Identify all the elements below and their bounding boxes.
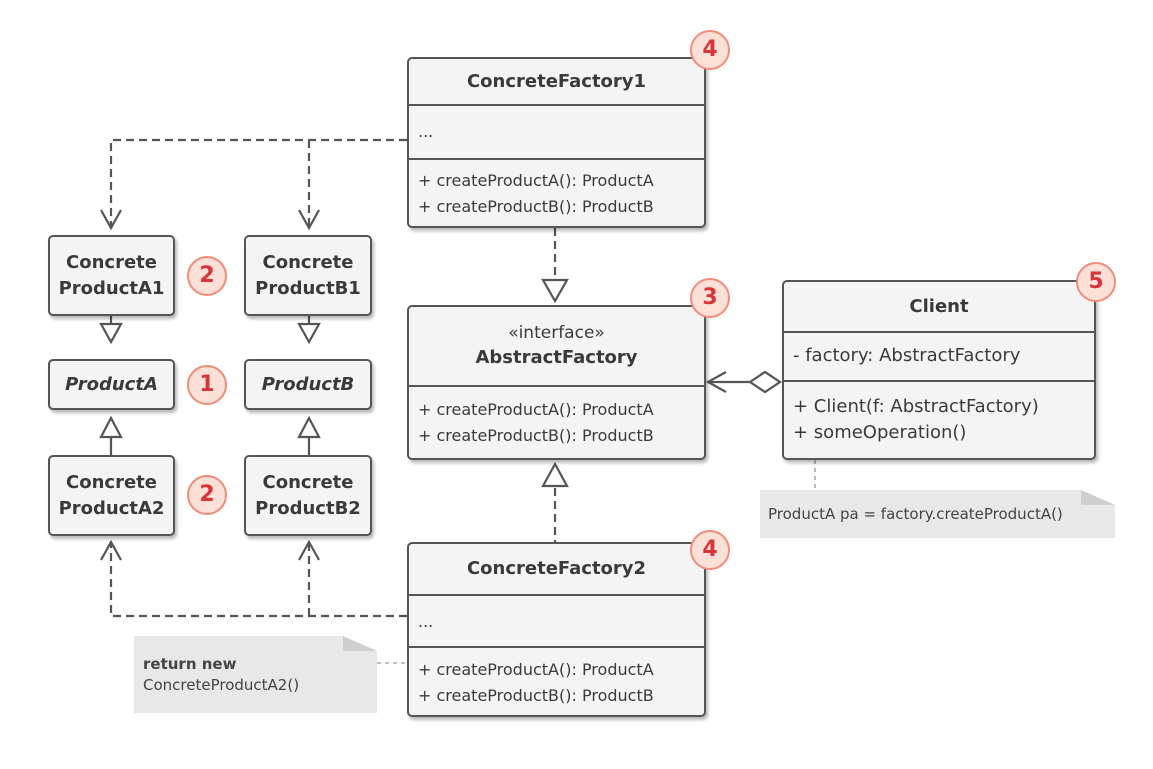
triangle-factory1-abstract: [541, 278, 569, 304]
aggregation-arrowhead: [705, 371, 727, 393]
concrete-factory2-method-b: + createProductB(): ProductB: [418, 686, 654, 705]
concrete-factory1-title: ConcreteFactory1: [466, 70, 647, 92]
concrete-product-b2-line1: Concrete: [262, 471, 354, 493]
concrete-factory2-title: ConcreteFactory2: [466, 558, 647, 579]
badge-abstract-factory: 3: [690, 278, 730, 318]
arrowhead-to-productB1: [298, 209, 320, 231]
client-fields: - factory: AbstractFactory: [784, 333, 1094, 382]
badge-concrete-factory2: 4: [690, 530, 730, 570]
arrowhead-to-productA1: [100, 209, 122, 231]
badge-concrete-product-a1: 2: [187, 256, 227, 296]
client-method-some-operation: + someOperation(): [793, 422, 967, 443]
concrete-product-b2-line2: ProductB2: [255, 497, 361, 519]
client-note-fold: [1081, 490, 1115, 505]
factory2-note-line1: return new: [143, 655, 237, 673]
concrete-factory2-class[interactable]: ConcreteFactory2 ... + createProductA():…: [407, 542, 706, 717]
concrete-factory1-header: ConcreteFactory1: [409, 59, 704, 106]
dependency-factory1-to-products: [109, 138, 407, 226]
triangle-a2-productA: [99, 415, 123, 439]
concrete-factory2-fields: ...: [409, 596, 704, 648]
product-b-interface[interactable]: ProductB: [244, 359, 372, 410]
client-title: Client: [909, 295, 969, 317]
concrete-factory1-methods: + createProductA(): ProductA + createPro…: [409, 160, 704, 220]
concrete-product-a1-line2: ProductA1: [58, 277, 165, 299]
concrete-factory2-header: ConcreteFactory2: [409, 544, 704, 596]
concrete-factory2-field-ellipsis: ...: [418, 612, 434, 631]
arrowhead-to-productA2: [100, 539, 122, 561]
abstract-factory-header: «interface» AbstractFactory: [409, 307, 704, 387]
product-a-label: ProductA: [65, 373, 158, 395]
client-methods: + Client(f: AbstractFactory) + someOpera…: [784, 382, 1094, 446]
client-header: Client: [784, 282, 1094, 333]
dependency-factory2-to-products: [109, 542, 407, 618]
client-class[interactable]: Client - factory: AbstractFactory + Clie…: [782, 280, 1096, 460]
concrete-product-a2[interactable]: Concrete ProductA2: [48, 455, 175, 536]
concrete-factory1-fields: ...: [409, 106, 704, 160]
product-a-interface[interactable]: ProductA: [48, 359, 175, 410]
badge-concrete-product-a2: 2: [187, 475, 227, 515]
concrete-factory1-method-a: + createProductA(): ProductA: [418, 171, 654, 190]
concrete-product-b1[interactable]: Concrete ProductB1: [244, 235, 372, 316]
arrowhead-to-productB2: [298, 539, 320, 561]
concrete-factory1-method-b: + createProductB(): ProductB: [418, 197, 654, 216]
triangle-b1-productB: [297, 322, 321, 345]
badge-concrete-factory1: 4: [690, 30, 730, 70]
triangle-b2-productB: [297, 415, 321, 439]
badge-client: 5: [1076, 262, 1116, 302]
triangle-a1-productA: [99, 322, 123, 345]
concrete-product-a2-line1: Concrete: [66, 471, 157, 493]
abstract-factory-interface[interactable]: «interface» AbstractFactory + createProd…: [407, 305, 706, 460]
abstract-factory-stereotype: «interface»: [508, 323, 605, 343]
product-b-label: ProductB: [261, 373, 355, 395]
concrete-factory1-field-ellipsis: ...: [418, 122, 434, 141]
factory2-note: return new ConcreteProductA2(): [134, 636, 377, 713]
concrete-product-b1-line2: ProductB1: [255, 277, 361, 299]
concrete-factory1-class[interactable]: ConcreteFactory1 ... + createProductA():…: [407, 57, 706, 228]
concrete-factory2-method-a: + createProductA(): ProductA: [418, 660, 654, 679]
abstract-factory-method-b: + createProductB(): ProductB: [418, 426, 654, 445]
concrete-product-a1[interactable]: Concrete ProductA1: [48, 235, 175, 316]
concrete-product-a2-line2: ProductA2: [58, 497, 165, 519]
factory2-note-line2: ConcreteProductA2(): [143, 676, 300, 694]
abstract-factory-method-a: + createProductA(): ProductA: [418, 400, 654, 419]
concrete-product-b2[interactable]: Concrete ProductB2: [244, 455, 372, 536]
concrete-factory2-methods: + createProductA(): ProductA + createPro…: [409, 648, 704, 709]
client-method-constructor: + Client(f: AbstractFactory): [793, 396, 1039, 417]
client-note: ProductA pa = factory.createProductA(): [760, 490, 1115, 538]
client-field-factory: - factory: AbstractFactory: [793, 345, 1021, 366]
concrete-product-b1-line1: Concrete: [262, 251, 354, 273]
aggregation-diamond: [748, 370, 782, 394]
concrete-product-a1-line1: Concrete: [66, 251, 157, 273]
abstract-factory-methods: + createProductA(): ProductA + createPro…: [409, 387, 704, 449]
abstract-factory-title: AbstractFactory: [475, 347, 638, 368]
factory2-note-fold: [343, 636, 377, 651]
triangle-factory2-abstract: [541, 461, 569, 488]
badge-product-a: 1: [187, 365, 227, 405]
client-note-text: ProductA pa = factory.createProductA(): [768, 505, 1063, 523]
